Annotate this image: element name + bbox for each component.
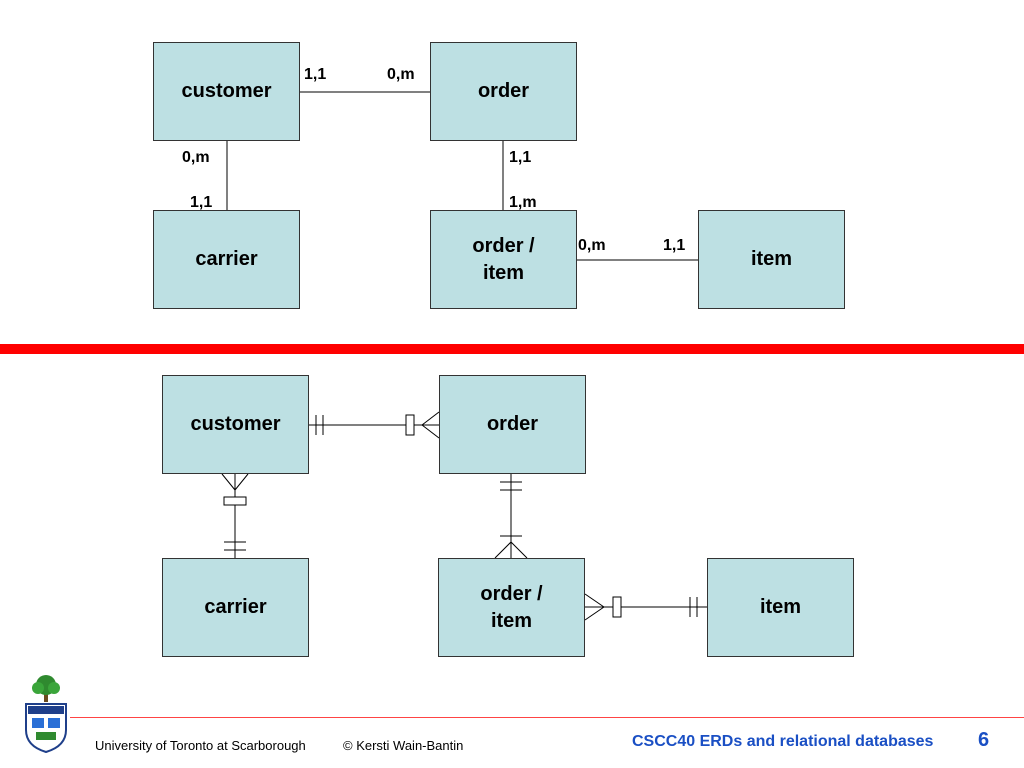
footer-course-title: CSCC40 ERDs and relational databases (632, 733, 934, 750)
orderitem-item-optional-circle (612, 596, 622, 618)
customer-side-crowfoot-left (221, 473, 236, 491)
footer-rule (70, 717, 1024, 718)
card-orderitem-item-right: 1,1 (663, 237, 686, 254)
bottom-entity-item: item (707, 558, 854, 657)
top-entity-item: item (698, 210, 845, 309)
entity-label: customer (181, 80, 272, 102)
top-entity-order: order (430, 42, 577, 141)
entity-label: order / item (480, 582, 543, 632)
top-entity-carrier: carrier (153, 210, 300, 309)
footer-copyright: © Kersti Wain-Bantin (343, 738, 464, 753)
section-divider (0, 344, 1024, 354)
entity-label: item (750, 248, 793, 270)
card-customer-order-left: 1,1 (304, 66, 327, 83)
customer-side-crowfoot-right (234, 473, 249, 491)
card-customer-carrier-top: 0,m (182, 149, 210, 166)
orderitem-item-crowfoot-upper (584, 593, 605, 608)
order-side-crowfoot-upper (421, 411, 440, 426)
entity-label: item (759, 596, 802, 618)
order-side-crowfoot-lower (421, 424, 440, 439)
customer-side-optional-circle (223, 496, 247, 506)
entity-label: order (486, 413, 539, 435)
card-order-orderitem-bottom: 1,m (509, 194, 537, 211)
card-orderitem-item-left: 0,m (578, 237, 606, 254)
page-number: 6 (978, 729, 990, 751)
university-crest-logo (25, 675, 67, 754)
bottom-entity-customer: customer (162, 375, 309, 474)
top-entity-customer: customer (153, 42, 300, 141)
card-customer-carrier-bottom: 1,1 (190, 194, 213, 211)
bottom-entity-order: order (439, 375, 586, 474)
entity-label: carrier (204, 596, 267, 618)
orderitem-side-crowfoot-right (510, 541, 528, 559)
entity-label: carrier (195, 248, 258, 270)
footer-institution: University of Toronto at Scarborough (95, 738, 306, 753)
bottom-entity-order-item: order / item (438, 558, 585, 657)
orderitem-item-crowfoot-lower (584, 606, 605, 621)
entity-label: order (477, 80, 530, 102)
entity-label: order / item (472, 234, 535, 284)
card-customer-order-right: 0,m (387, 66, 415, 83)
bottom-entity-carrier: carrier (162, 558, 309, 657)
order-side-optional-circle (405, 414, 415, 436)
top-entity-order-item: order / item (430, 210, 577, 309)
orderitem-side-crowfoot-left (494, 541, 512, 559)
entity-label: customer (190, 413, 281, 435)
card-order-orderitem-top: 1,1 (509, 149, 532, 166)
